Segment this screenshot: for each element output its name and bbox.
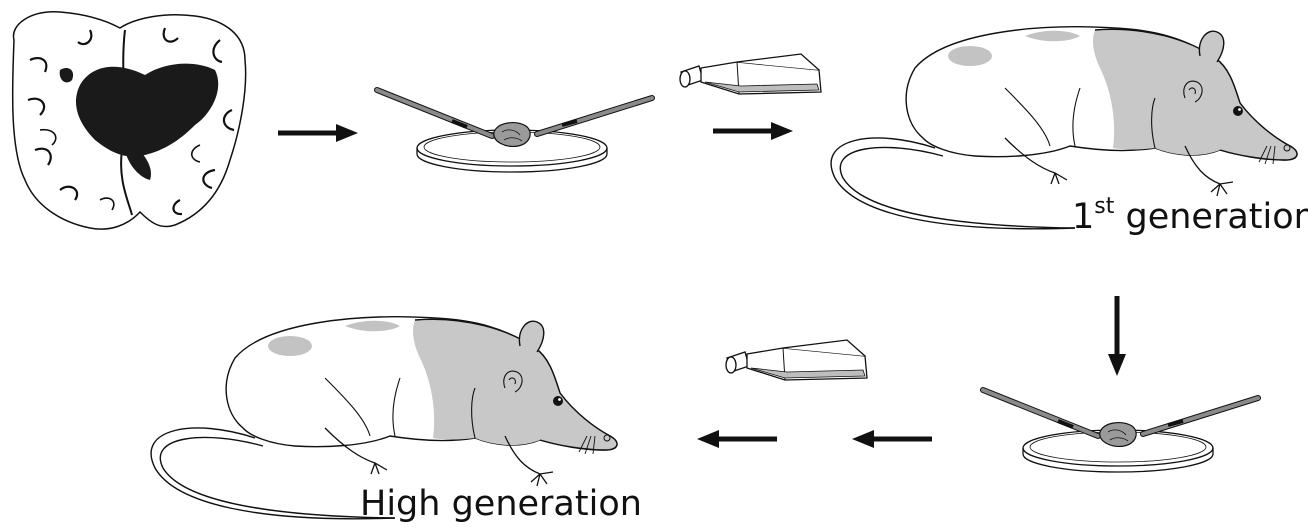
arrow-right-icon bbox=[713, 122, 793, 140]
first-generation-superscript: st bbox=[1094, 194, 1114, 219]
high-generation-label: High generation bbox=[360, 487, 642, 522]
culture-flask-icon bbox=[726, 340, 867, 380]
first-generation-number: 1 bbox=[1072, 197, 1094, 237]
first-generation-label: 1st generation bbox=[1072, 200, 1308, 235]
petri-dish-with-forceps-icon bbox=[377, 90, 652, 172]
arrow-down-icon bbox=[1108, 296, 1126, 376]
brain-section-icon bbox=[13, 12, 246, 229]
arrow-left-icon bbox=[852, 430, 932, 448]
arrow-right-icon bbox=[278, 124, 358, 142]
petri-dish-with-forceps-icon bbox=[983, 390, 1258, 472]
culture-flask-icon bbox=[680, 54, 821, 94]
arrow-left-icon bbox=[697, 430, 777, 448]
first-generation-text: generation bbox=[1114, 197, 1308, 237]
